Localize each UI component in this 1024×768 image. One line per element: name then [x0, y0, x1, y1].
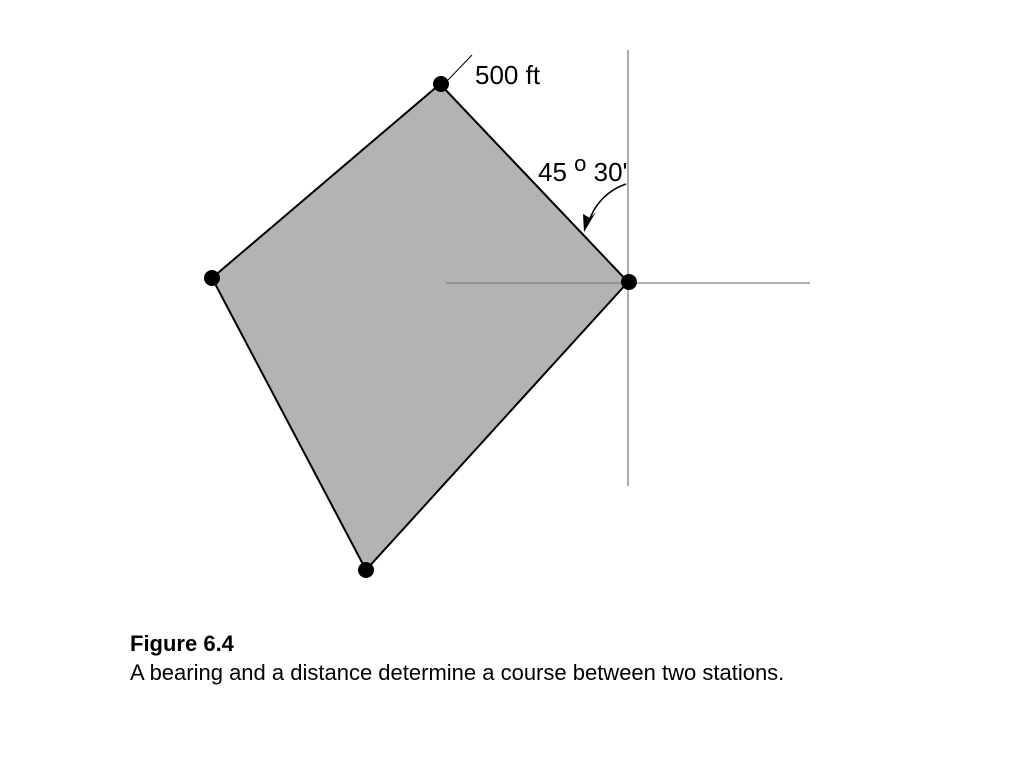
caption-text: A bearing and a distance determine a cou… [130, 660, 785, 685]
bearing-minutes: 30' [594, 157, 628, 187]
bearing-label: 45 o 30' [538, 147, 628, 187]
station-north [433, 76, 449, 92]
bearing-arc [587, 183, 627, 225]
distance-leader-line [447, 54, 473, 81]
station-west [204, 270, 220, 286]
station-south [358, 562, 374, 578]
bearing-degree-symbol: o [574, 151, 586, 176]
caption-title: Figure 6.4 [130, 631, 234, 656]
figure-caption: Figure 6.4 A bearing and a distance dete… [130, 630, 784, 688]
bearing-arrowhead-icon [583, 212, 596, 232]
bearing-degrees: 45 [538, 157, 567, 187]
station-east [621, 274, 637, 290]
distance-label: 500 ft [475, 60, 541, 90]
